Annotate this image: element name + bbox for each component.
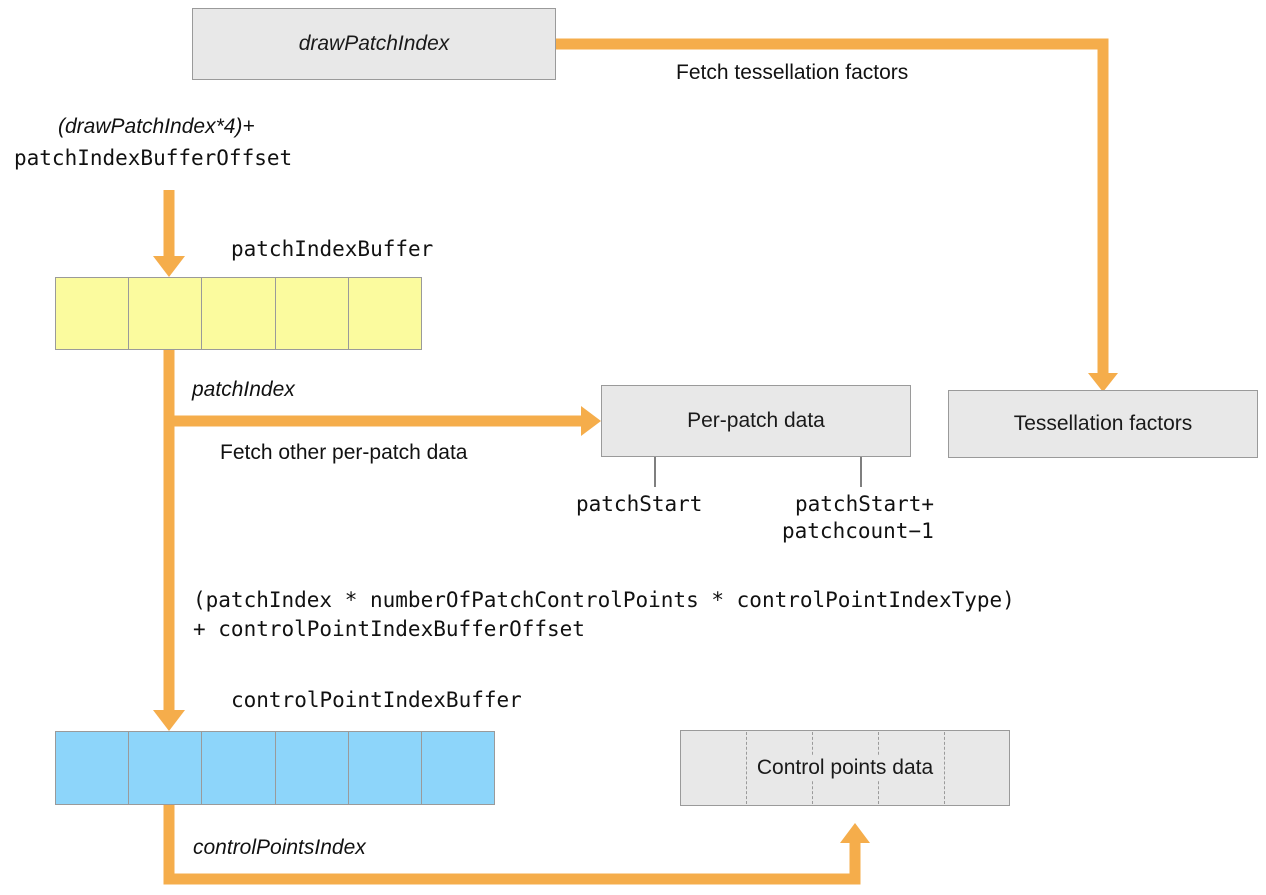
buffer-cell[interactable] xyxy=(202,732,276,804)
buffer-cell[interactable] xyxy=(275,278,349,349)
label-control-point-index-buffer-title: controlPointIndexBuffer xyxy=(231,688,522,712)
arrow-patch-index-trunk xyxy=(153,350,185,731)
buffer-cell[interactable] xyxy=(129,278,203,349)
label-patch-index-offset-line2: patchIndexBufferOffset xyxy=(14,146,293,170)
label-control-point-formula-line2: + controlPointIndexBufferOffset xyxy=(193,617,585,641)
box-draw-patch-index-label: drawPatchIndex xyxy=(298,32,450,55)
buffer-patch-index[interactable] xyxy=(55,277,422,350)
box-control-points-data[interactable]: Control points data xyxy=(680,730,1010,806)
buffer-cell[interactable] xyxy=(348,278,422,349)
label-patch-end-line2: patchcount−1 xyxy=(782,519,934,543)
buffer-cell[interactable] xyxy=(275,732,349,804)
arrow-control-points-index xyxy=(163,805,870,885)
label-control-point-formula-line1: (patchIndex * numberOfPatchControlPoints… xyxy=(193,588,1015,612)
buffer-control-point-index[interactable] xyxy=(55,731,495,805)
label-patch-index-offset-line1: (drawPatchIndex*4)+ xyxy=(58,115,255,138)
label-patch-start: patchStart xyxy=(576,492,703,516)
control-points-divider xyxy=(944,732,945,804)
buffer-cell[interactable] xyxy=(348,732,422,804)
box-control-points-data-label: Control points data xyxy=(752,756,938,780)
arrow-patch-index-offset xyxy=(153,190,185,277)
buffer-cell[interactable] xyxy=(421,732,495,804)
label-control-points-index: controlPointsIndex xyxy=(193,836,366,859)
label-patch-index: patchIndex xyxy=(192,378,295,401)
buffer-cell[interactable] xyxy=(56,278,130,349)
label-patch-end-line1: patchStart+ xyxy=(795,492,935,516)
arrow-fetch-tessellation-factors xyxy=(556,38,1118,392)
arrow-fetch-per-patch-data xyxy=(169,406,601,436)
buffer-cell[interactable] xyxy=(129,732,203,804)
label-fetch-other-per-patch-data: Fetch other per-patch data xyxy=(220,441,468,464)
label-fetch-tessellation-factors: Fetch tessellation factors xyxy=(676,61,909,84)
box-draw-patch-index[interactable]: drawPatchIndex xyxy=(192,8,556,80)
box-tessellation-factors-label: Tessellation factors xyxy=(1013,412,1193,435)
buffer-cell[interactable] xyxy=(56,732,130,804)
label-patch-index-buffer-title: patchIndexBuffer xyxy=(231,237,434,261)
control-points-divider xyxy=(746,732,747,804)
buffer-cell[interactable] xyxy=(202,278,276,349)
box-per-patch-data[interactable]: Per-patch data xyxy=(601,385,911,457)
box-tessellation-factors[interactable]: Tessellation factors xyxy=(948,390,1258,458)
box-per-patch-data-label: Per-patch data xyxy=(687,409,825,432)
